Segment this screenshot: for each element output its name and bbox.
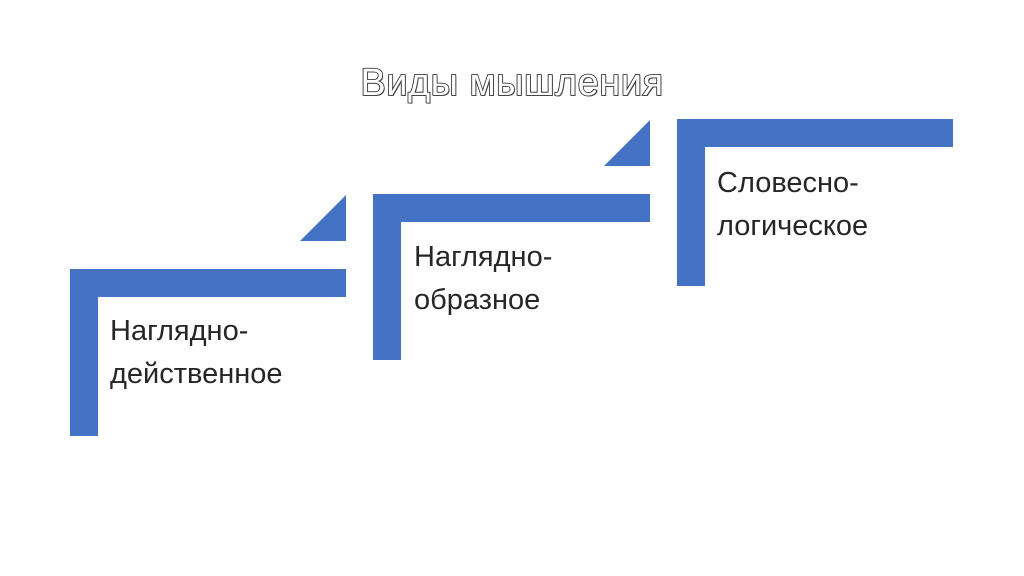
slide-title: Виды мышления <box>360 61 664 105</box>
step-1-line-1: Наглядно- <box>110 315 249 347</box>
step-2-shape <box>373 120 650 360</box>
step-3-line-1: Словесно- <box>717 167 859 199</box>
step-1-shape <box>70 195 346 436</box>
step-3-left-bar <box>677 119 705 286</box>
step-1-line-2: действенное <box>110 358 283 390</box>
step-1-arrow-triangle <box>300 195 346 241</box>
step-3-line-2: логическое <box>717 210 869 242</box>
step-2-line-2: образное <box>414 284 541 316</box>
step-3-label: Словесно- логическое <box>717 162 868 248</box>
step-1-left-bar <box>70 269 98 436</box>
step-2-arrow-triangle <box>604 120 650 166</box>
step-3-shape <box>677 119 953 286</box>
step-2-left-bar <box>373 194 401 360</box>
step-2-line-1: Наглядно- <box>414 241 553 273</box>
step-3-top-bar <box>677 119 953 147</box>
step-1-top-bar <box>70 269 346 297</box>
step-2-label: Наглядно- образное <box>414 236 552 322</box>
step-2-top-bar <box>373 194 650 222</box>
step-1-label: Наглядно- действенное <box>110 310 283 396</box>
